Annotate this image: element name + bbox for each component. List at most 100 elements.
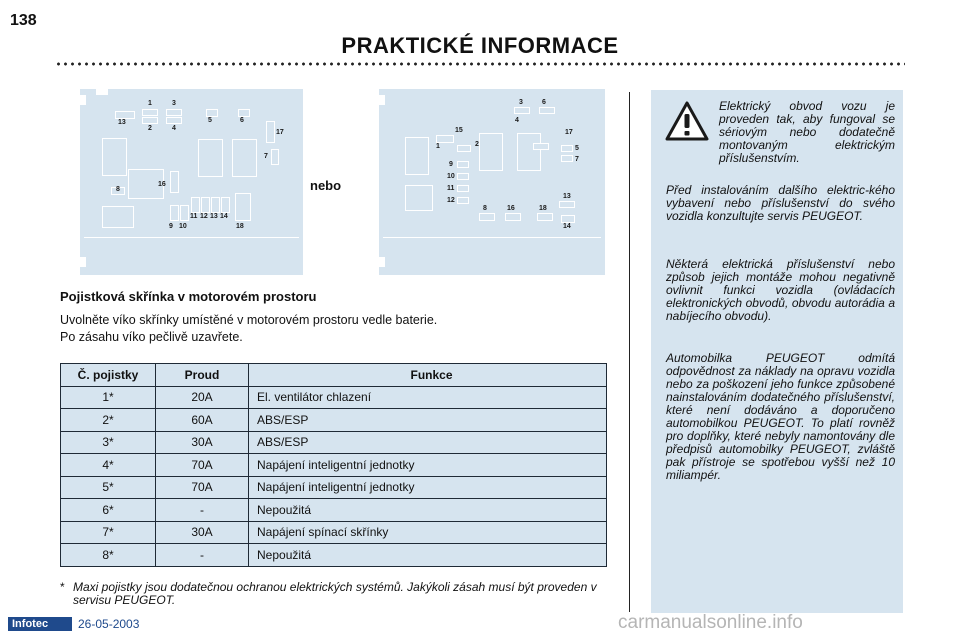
page-number: 138 (10, 12, 37, 29)
fuse-number: 2 (475, 141, 479, 148)
function-cell: El. ventilátor chlazení (248, 385, 607, 409)
fuse (235, 193, 251, 221)
connector (102, 206, 134, 228)
table-row: 7* 30A Napájení spínací skřínky (60, 520, 607, 544)
column-header: Proud (155, 363, 249, 387)
fuse-number: 16 (158, 181, 166, 188)
warning-paragraph: Některá elektrická příslušenství nebo zp… (666, 257, 895, 323)
fuse-number-cell: 3* (60, 430, 156, 454)
fuse-number: 16 (507, 205, 515, 212)
fuse-number: 18 (236, 223, 244, 230)
column-header: Č. pojistky (60, 363, 156, 387)
fuse (115, 111, 135, 119)
fuse (533, 143, 549, 150)
fuse (166, 109, 182, 116)
watermark: carmanualsonline.info (618, 612, 803, 633)
logo-text: Infotec (12, 618, 49, 630)
relay (102, 138, 127, 176)
fuse-number: 5 (208, 117, 212, 124)
fuse-number: 2 (148, 125, 152, 132)
fuse (479, 213, 495, 221)
fuse (457, 161, 469, 168)
current-cell: - (155, 498, 249, 522)
diagram-line (383, 237, 601, 238)
diagram-notch (379, 95, 385, 105)
relay (517, 133, 541, 171)
table-row: 1* 20A El. ventilátor chlazení (60, 385, 607, 409)
fuse (266, 121, 275, 143)
fuse (559, 201, 575, 208)
fuse-number: 14 (563, 223, 571, 230)
footnote: * Maxi pojistky jsou dodatečnou ochranou… (60, 581, 610, 607)
warning-triangle-icon (665, 101, 709, 141)
instructions: Uvolněte víko skřínky umístěné v motorov… (60, 312, 437, 346)
column-divider (629, 92, 630, 612)
table-row: 4* 70A Napájení inteligentní jednotky (60, 453, 607, 477)
function-cell: Napájení inteligentní jednotky (248, 453, 607, 477)
section-heading: Pojistková skřínka v motorovém prostoru (60, 289, 317, 304)
fuse-number: 4 (515, 117, 519, 124)
fuse-number: 17 (565, 129, 573, 136)
fuse-number-cell: 8* (60, 543, 156, 567)
fuse-number: 7 (575, 156, 579, 163)
fuse-number: 3 (172, 100, 176, 107)
warning-paragraph: Automobilka PEUGEOT odmítá odpovědnost z… (666, 351, 895, 482)
fuse-number: 13 (118, 119, 126, 126)
fuse-number: 8 (116, 186, 120, 193)
fuse (271, 149, 279, 165)
diagram-notch (80, 95, 86, 105)
relay (405, 137, 429, 175)
table-row: 6* - Nepoužitá (60, 498, 607, 522)
footer-date: 26-05-2003 (78, 617, 140, 631)
diagram-line (84, 237, 299, 238)
fuse-number: 11 (447, 185, 455, 192)
fuse-number: 5 (575, 145, 579, 152)
warning-panel (651, 90, 903, 613)
fuse-box-diagram-right: 3 6 1 15 2 4 17 5 7 9 10 11 12 13 8 16 1… (379, 89, 605, 275)
fuse-number: 8 (483, 205, 487, 212)
relay (405, 185, 433, 211)
page-title: PRAKTICKÉ INFORMACE (341, 33, 619, 58)
diagram-notch (96, 89, 108, 95)
fuse (142, 117, 158, 124)
current-cell: 70A (155, 475, 249, 499)
table-row: 5* 70A Napájení inteligentní jednotky (60, 475, 607, 499)
fuse-number: 6 (542, 99, 546, 106)
fuse-number: 11 (190, 213, 198, 220)
fuse-box-diagram-left: 1 3 13 2 4 5 6 17 7 8 16 9 10 11 12 13 1… (80, 89, 303, 275)
fuse-number: 9 (449, 161, 453, 168)
footnote-text: Maxi pojistky jsou dodatečnou ochranou e… (73, 580, 597, 607)
fuse (457, 173, 469, 180)
fuse-number: 9 (169, 223, 173, 230)
relay (479, 133, 503, 171)
fuse (514, 107, 530, 114)
current-cell: 70A (155, 453, 249, 477)
fuse (457, 197, 469, 204)
current-cell: 30A (155, 430, 249, 454)
table-row: 8* - Nepoužitá (60, 543, 607, 567)
fuse-number: 13 (210, 213, 218, 220)
relay (198, 139, 223, 177)
diagram-notch (80, 257, 86, 267)
fuse (166, 117, 182, 124)
title-dotted-rule (55, 62, 905, 66)
fuse-number: 6 (240, 117, 244, 124)
fuse-table: Č. pojistky Proud Funkce 1* 20A El. vent… (60, 363, 607, 567)
diagram-notch (379, 257, 385, 267)
separator-label: nebo (310, 178, 342, 193)
table-row: 3* 30A ABS/ESP (60, 430, 607, 454)
fuse (170, 205, 179, 221)
fuse (111, 187, 125, 195)
fuse (142, 109, 158, 116)
fuse-number: 1 (148, 100, 152, 107)
fuse (211, 197, 220, 213)
fuse-number: 17 (276, 129, 284, 136)
fuse-number-cell: 4* (60, 453, 156, 477)
fuse-number-cell: 7* (60, 520, 156, 544)
fuse-number-cell: 2* (60, 408, 156, 432)
fuse (561, 215, 575, 223)
column-header: Funkce (248, 363, 607, 387)
fuse-number: 14 (220, 213, 228, 220)
fuse-number: 7 (264, 153, 268, 160)
fuse-number: 4 (172, 125, 176, 132)
